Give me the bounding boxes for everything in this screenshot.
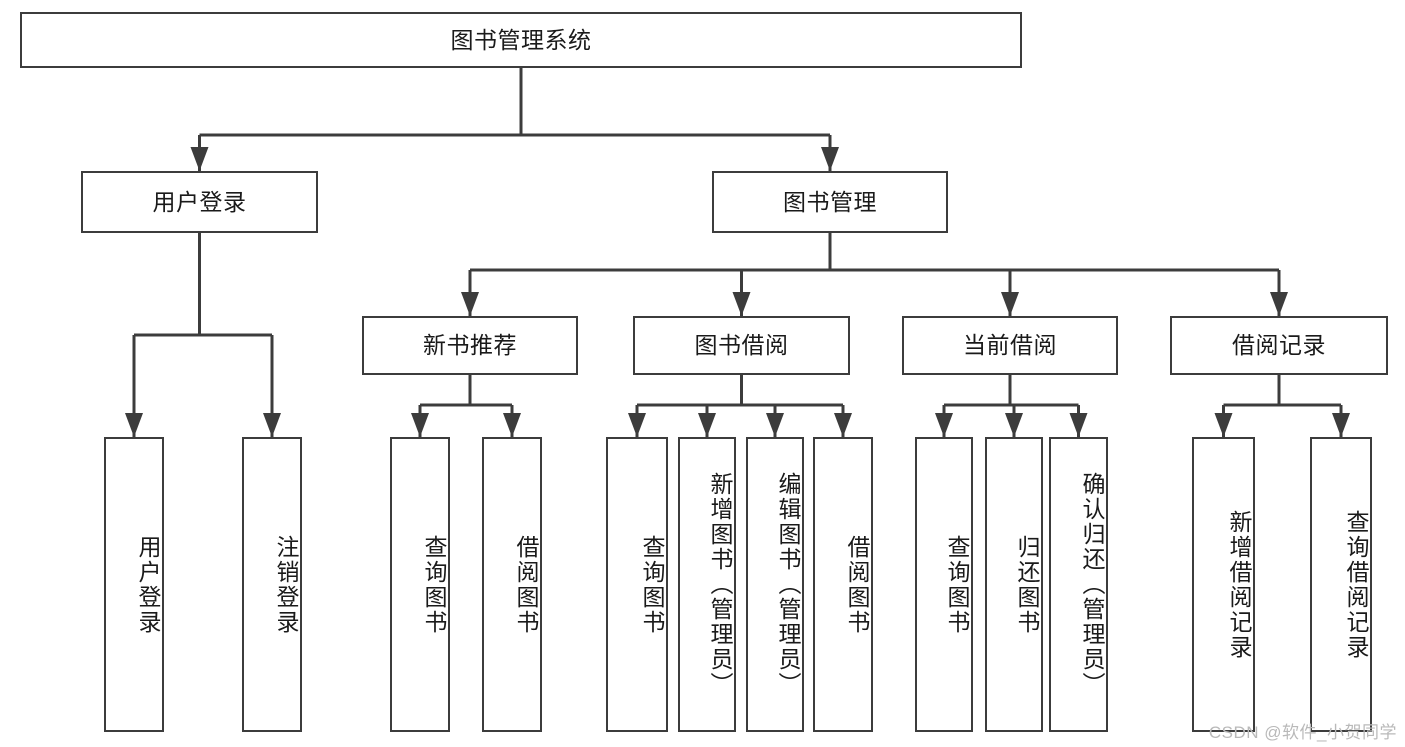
node-label: 图书借阅 [694,332,789,359]
node-label: 新增借阅记录 [1226,509,1252,660]
arrowhead-icon [834,413,852,437]
node-label: 图书管理 [783,188,877,215]
node-label: 新书推荐 [423,332,517,359]
node-leaf-user-logout[interactable]: 注销登录 [242,437,302,732]
node-label: 借阅图书 [513,534,539,635]
arrowhead-icon [766,413,784,437]
node-label: 借阅记录 [1232,332,1326,359]
arrowhead-icon [1270,292,1288,316]
node-label: 借阅图书 [844,534,870,635]
node-label: 注销登录 [273,534,299,635]
node-root[interactable]: 图书管理系统 [20,12,1022,68]
node-records[interactable]: 借阅记录 [1170,316,1388,375]
node-leaf-rec-add[interactable]: 新增借阅记录 [1192,437,1255,732]
arrowhead-icon [732,292,751,316]
arrowhead-icon [1332,413,1350,437]
arrowhead-icon [698,413,716,437]
arrowhead-icon [1069,413,1088,437]
node-leaf-bor-add[interactable]: 新增图书（管理员） [678,437,736,732]
node-leaf-cur-return[interactable]: 归还图书 [985,437,1043,732]
arrowhead-icon [263,413,281,437]
node-leaf-bor-edit[interactable]: 编辑图书（管理员） [746,437,804,732]
arrowhead-icon [411,413,429,437]
node-label: 归还图书 [1014,534,1040,635]
arrowhead-icon [190,147,209,171]
node-leaf-cur-query[interactable]: 查询图书 [915,437,973,732]
node-label: 新增图书（管理员） [707,472,733,697]
node-label: 查询图书 [944,534,970,635]
node-current[interactable]: 当前借阅 [902,316,1118,375]
node-leaf-rec-query[interactable]: 查询借阅记录 [1310,437,1372,732]
node-label: 图书管理系统 [450,26,592,53]
arrowhead-icon [1214,413,1233,437]
arrowhead-icon [628,413,646,437]
node-leaf-user-login[interactable]: 用户登录 [104,437,164,732]
node-newbook[interactable]: 新书推荐 [362,316,578,375]
node-leaf-cur-confirm[interactable]: 确认归还（管理员） [1049,437,1108,732]
node-label: 查询图书 [639,534,665,635]
node-label: 编辑图书（管理员） [775,472,801,697]
node-label: 用户登录 [152,188,247,215]
arrowhead-icon [461,292,479,316]
node-label: 当前借阅 [963,332,1057,359]
node-leaf-new-borrow[interactable]: 借阅图书 [482,437,542,732]
node-leaf-new-query[interactable]: 查询图书 [390,437,450,732]
watermark-text: CSDN @软件_小贺同学 [1208,723,1397,742]
arrowhead-icon [935,413,953,437]
node-leaf-bor-query[interactable]: 查询图书 [606,437,668,732]
node-label: 查询图书 [421,534,447,635]
arrowhead-icon [503,413,521,437]
arrowhead-icon [1001,292,1019,316]
node-borrow[interactable]: 图书借阅 [633,316,850,375]
node-bookmgmt[interactable]: 图书管理 [712,171,948,233]
node-leaf-bor-lend[interactable]: 借阅图书 [813,437,873,732]
arrowhead-icon [821,147,839,171]
arrowhead-icon [1005,413,1023,437]
node-login[interactable]: 用户登录 [81,171,318,233]
node-label: 用户登录 [135,534,161,635]
node-label: 确认归还（管理员） [1079,472,1105,697]
node-label: 查询借阅记录 [1343,509,1369,660]
arrowhead-icon [125,413,143,437]
